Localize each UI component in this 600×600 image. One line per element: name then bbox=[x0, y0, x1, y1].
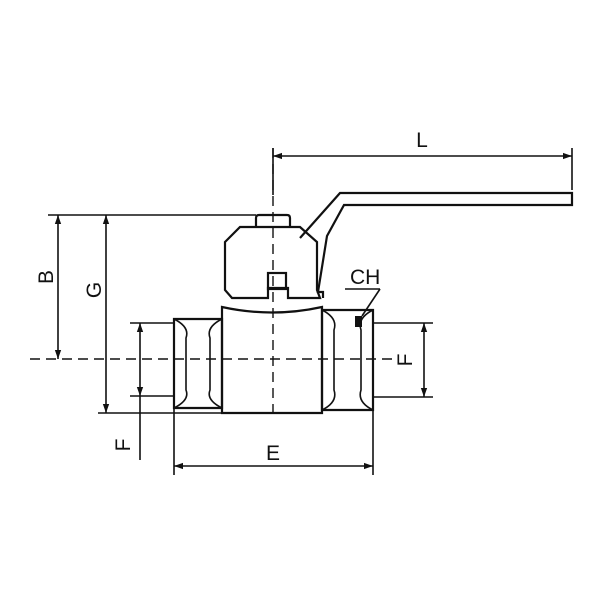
valve-body bbox=[220, 305, 324, 415]
handle-head bbox=[223, 225, 322, 300]
ch-flat-mark bbox=[355, 316, 362, 327]
ch-leader-line bbox=[361, 288, 381, 317]
label-G: G bbox=[83, 282, 106, 298]
label-E: E bbox=[266, 442, 280, 465]
handle-stem-square bbox=[266, 271, 288, 291]
stem-nut bbox=[254, 213, 292, 227]
right-hex-face-right bbox=[359, 309, 374, 411]
label-F-right: F bbox=[394, 354, 417, 367]
left-hex-face-right bbox=[208, 318, 223, 409]
label-B: B bbox=[35, 270, 58, 284]
left-hex-face-left bbox=[173, 318, 188, 409]
right-hex-face-left bbox=[321, 309, 336, 411]
label-CH: CH bbox=[350, 266, 380, 289]
right-hex-end bbox=[320, 308, 375, 412]
lever-handle bbox=[299, 191, 574, 298]
label-F-bottom: F bbox=[112, 439, 135, 452]
left-hex-end bbox=[172, 317, 224, 410]
label-L: L bbox=[416, 129, 428, 152]
